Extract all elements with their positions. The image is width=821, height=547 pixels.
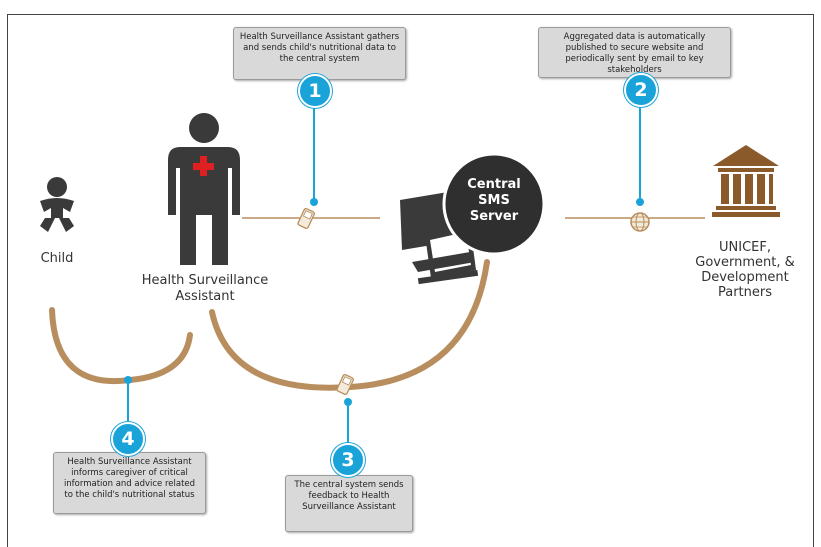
hsa-label-line2: Assistant [175,289,235,304]
step-4-badge: 4 [111,422,145,456]
phone-icon-feedback [336,374,354,395]
partners-label-line2: Government, & [695,255,795,270]
step-1-badge: 1 [298,74,332,108]
partners-label-line3: Development [701,270,789,285]
step-1-box: Health Surveillance Assistant gathers an… [233,27,406,80]
server-label: Central SMS Server [454,177,534,225]
computer-icon [400,190,479,285]
server-label-line1: Central [467,177,521,192]
server-circle [442,152,546,256]
connector-1-dot [310,198,318,206]
step-3-box: The central system sends feedback to Hea… [285,475,413,532]
baby-icon [40,177,74,232]
diagram-frame [7,14,814,547]
health-worker-icon [168,113,240,265]
server-label-line3: Server [469,209,519,224]
step-4-box: Health Surveillance Assistant informs ca… [53,452,206,514]
server-label-line2: SMS [478,193,510,208]
globe-icon [630,212,650,232]
child-label: Child [40,251,74,266]
step-2-box: Aggregated data is automatically publish… [538,27,731,78]
step-2-badge: 2 [624,73,658,107]
connector-2-dot [636,198,644,206]
partners-label-line4: Partners [717,285,773,300]
partners-label-line1: UNICEF, [719,240,771,255]
connector-4-dot [124,376,132,384]
hsa-label-line1: Health Surveillance [141,273,269,288]
hsa-label: Health Surveillance Assistant [125,273,285,305]
partners-label: UNICEF, Government, & Development Partne… [680,240,810,300]
child-hsa-arc [49,307,193,385]
phone-icon [297,208,315,229]
government-building-icon [712,145,780,217]
connector-3-dot [344,398,352,406]
step-3-badge: 3 [331,443,365,477]
